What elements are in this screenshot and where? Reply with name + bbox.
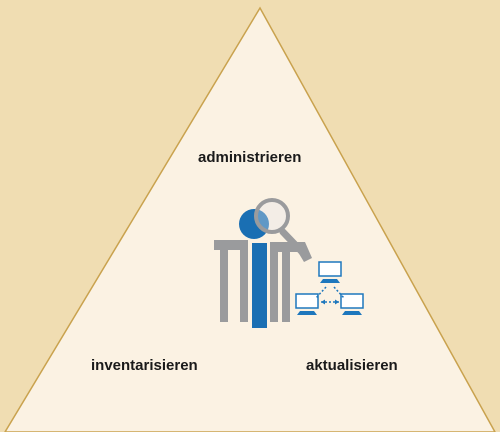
monitor-right-base — [342, 311, 362, 315]
arrow-left-diag — [315, 286, 327, 299]
label-inventarisieren: inventarisieren — [91, 357, 198, 374]
network-icon — [295, 261, 364, 315]
figure-blue-body — [252, 243, 267, 328]
magnifier-handle — [279, 228, 310, 260]
inspector-icon — [214, 198, 312, 328]
monitor-top-base — [320, 279, 340, 283]
monitor-top — [318, 261, 342, 277]
arrowhead-left — [321, 299, 325, 305]
label-administrieren: administrieren — [198, 149, 302, 166]
figure-blue-head — [239, 209, 269, 239]
figure-gray-arm — [270, 242, 312, 322]
label-aktualisieren: aktualisieren — [306, 357, 398, 374]
monitor-left — [295, 293, 319, 309]
arrow-right-diag — [333, 286, 345, 299]
arrowhead-right — [335, 299, 339, 305]
figure-gray-body — [214, 240, 248, 322]
magnifier-lens — [254, 198, 290, 234]
monitor-left-base — [297, 311, 317, 315]
monitor-right — [340, 293, 364, 309]
